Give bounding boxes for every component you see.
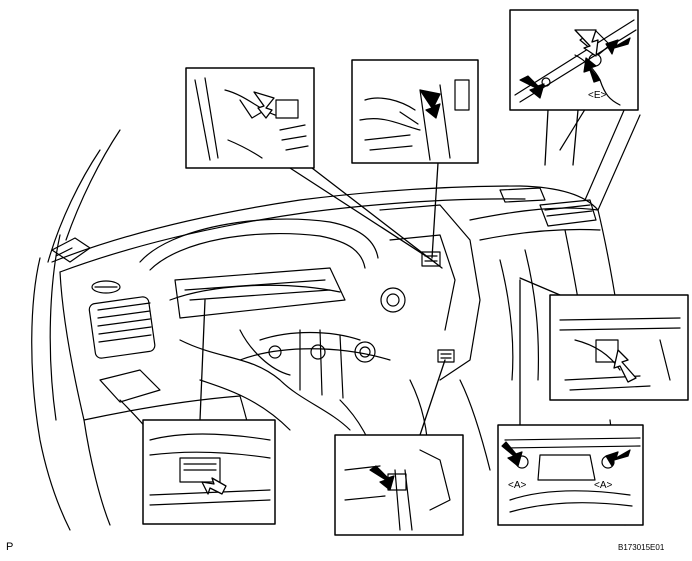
callout-arrow-icon <box>574 29 599 57</box>
callout-arrow-icon <box>605 37 631 55</box>
callout-label-e: <E> <box>588 90 607 101</box>
callout-arrow-icon <box>583 57 601 83</box>
inset-bottom-right <box>497 424 644 526</box>
inset-right-middle <box>549 294 689 401</box>
callout-arrow-icon <box>519 75 545 99</box>
callout-label-a-right: <A> <box>594 480 613 491</box>
inset-top-right <box>509 9 639 111</box>
callout-arrow-icon <box>605 449 631 467</box>
page-letter: P <box>6 541 14 553</box>
callout-arrow-icon <box>501 441 523 467</box>
callout-arrow-icon <box>613 349 637 383</box>
inset-bottom-left <box>142 419 276 525</box>
callout-arrow-icon <box>369 465 395 491</box>
inset-bottom-center <box>334 434 464 536</box>
leader-lines <box>199 109 579 436</box>
callout-label-a-left: <A> <box>508 480 527 491</box>
figure-code: B173015E01 <box>618 543 665 552</box>
callout-arrow-icon <box>419 89 441 119</box>
callout-arrow-icon <box>253 91 275 119</box>
inset-top-left <box>185 67 315 169</box>
callout-arrow-icon <box>201 477 227 495</box>
inset-top-center <box>351 59 479 164</box>
